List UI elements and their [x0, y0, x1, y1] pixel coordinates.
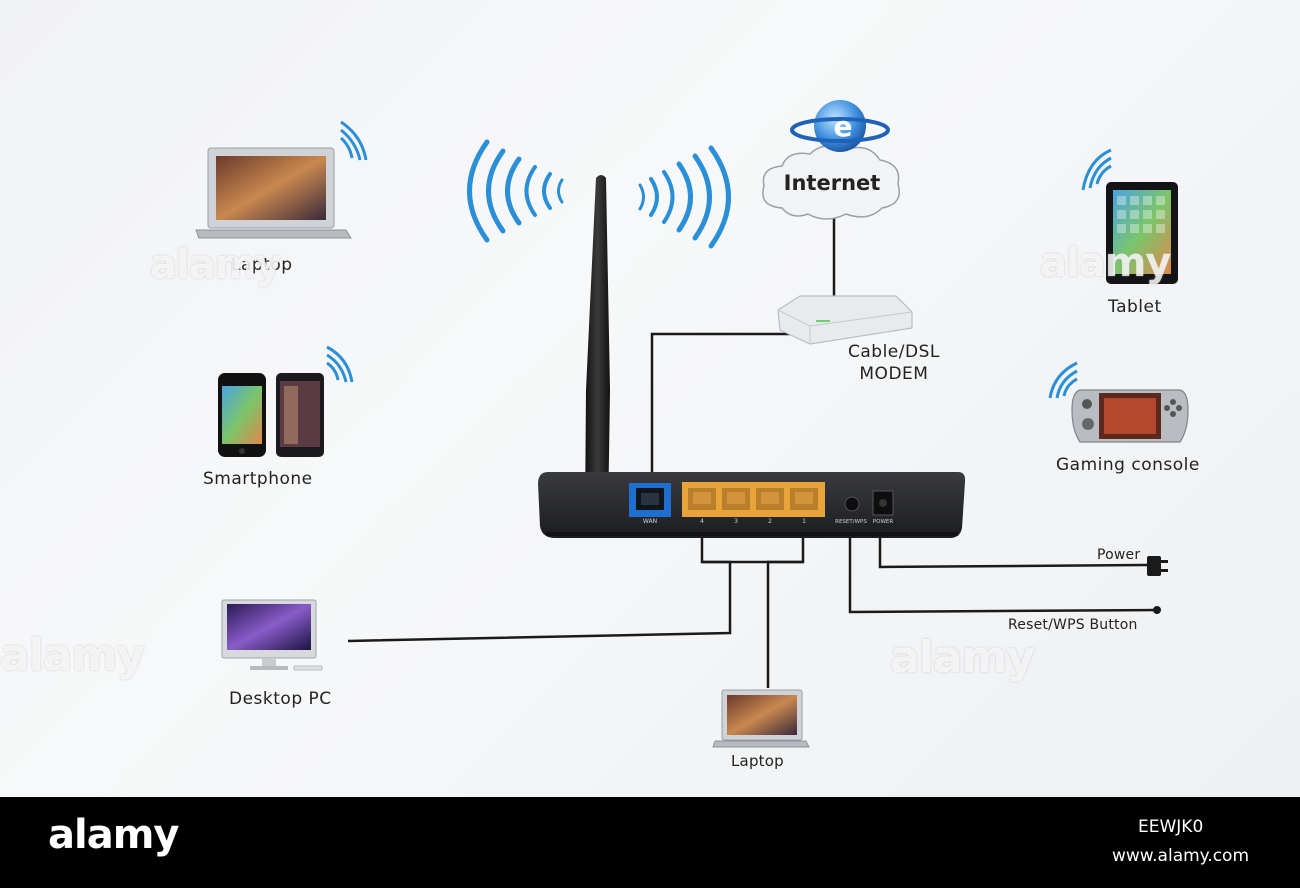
laptop-top-label: Laptop [231, 255, 293, 275]
gaming-console-icon [1071, 389, 1189, 443]
desktop-pc-label: Desktop PC [229, 689, 332, 709]
laptop-bottom-icon [712, 689, 810, 748]
internet-cloud [762, 145, 900, 220]
cable-wan-modem [650, 332, 800, 500]
brand-logo: alamy [48, 812, 179, 858]
diagram-graphics: WAN 4 3 2 1 RESET/WPS POWER e [195, 100, 1189, 748]
router-port-label: 4 [700, 518, 704, 525]
reset-wps-label: Reset/WPS Button [1008, 617, 1138, 633]
smartphone-label: Smartphone [203, 469, 313, 489]
gaming-console-label: Gaming console [1056, 455, 1200, 475]
internet-label: Internet [783, 171, 881, 195]
globe-icon: e [790, 100, 890, 152]
desktop-pc-icon [221, 599, 323, 671]
router-port-label: 2 [768, 518, 772, 525]
router-antenna [585, 175, 610, 520]
power-label: Power [1097, 547, 1141, 563]
cable-reset [848, 505, 1157, 614]
image-id: EEWJK0 [1138, 817, 1204, 837]
watermark: alamy [0, 630, 145, 681]
watermark: alamy [890, 632, 1035, 683]
smartphone-icon [218, 373, 324, 457]
router-power-label: POWER [873, 519, 894, 525]
svg-text:e: e [834, 110, 853, 143]
tablet-wifi-icon [1081, 148, 1112, 191]
power-plug-icon [1147, 556, 1168, 576]
router: WAN 4 3 2 1 RESET/WPS POWER [538, 472, 966, 538]
laptop-top-wifi-icon [339, 120, 368, 161]
watermark: alamy [150, 242, 281, 288]
router-reset-label: RESET/WPS [835, 519, 867, 525]
tablet-label: Tablet [1108, 297, 1162, 317]
router-wan-label: WAN [643, 518, 657, 525]
router-reset-button [844, 496, 860, 512]
tablet-icon [1106, 182, 1178, 284]
router-port-label: 3 [734, 518, 738, 525]
router-port-label: 1 [802, 518, 806, 525]
footer-bar [0, 797, 1300, 888]
laptop-bottom-label: Laptop [731, 752, 784, 770]
site-url: www.alamy.com [1112, 846, 1250, 866]
router-wifi-waves-right [638, 145, 731, 249]
router-wifi-waves-left [467, 139, 564, 243]
diagram-canvas: WAN 4 3 2 1 RESET/WPS POWER e [0, 0, 1300, 797]
reset-button-end [1153, 606, 1161, 614]
watermark: alamy [1040, 240, 1171, 286]
modem-label: Cable/DSL MODEM [848, 342, 940, 384]
laptop-top-icon [195, 147, 352, 239]
smartphone-wifi-icon [326, 345, 354, 383]
modem-icon [777, 295, 913, 345]
gaming-console-wifi-icon [1048, 361, 1078, 399]
